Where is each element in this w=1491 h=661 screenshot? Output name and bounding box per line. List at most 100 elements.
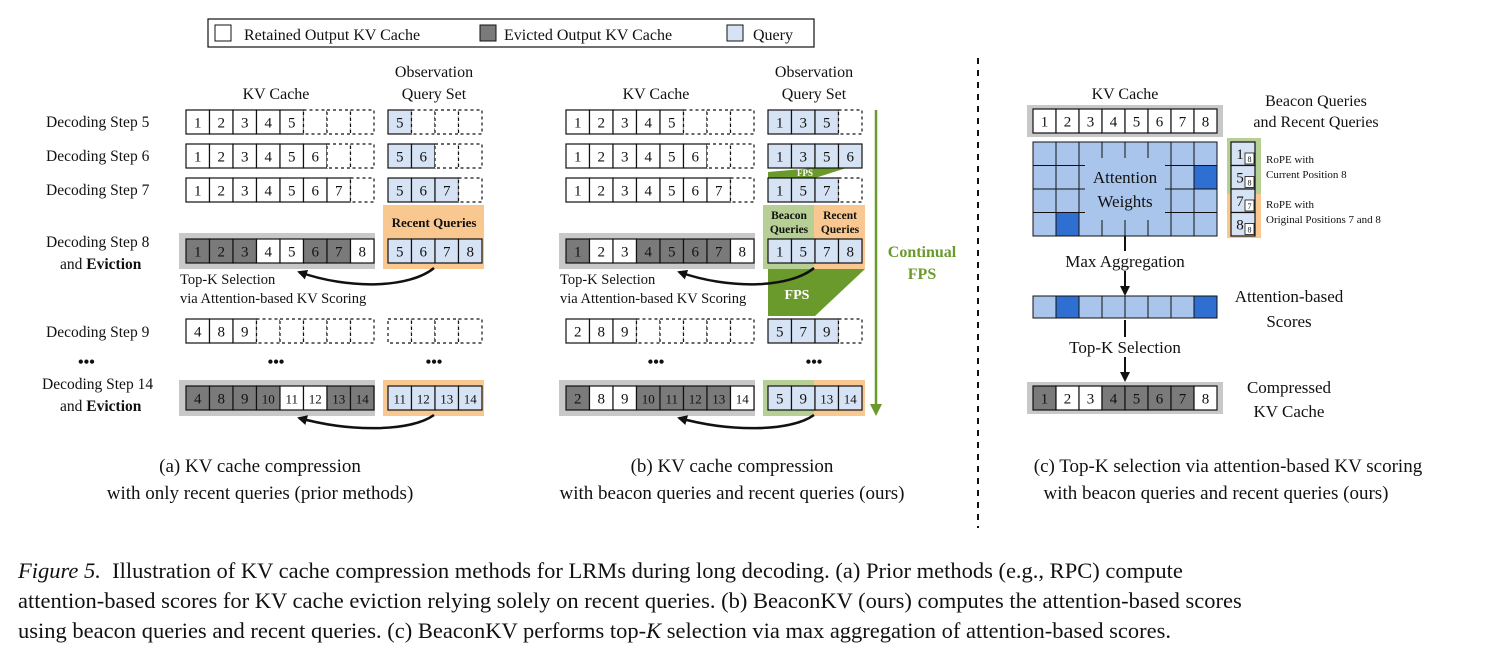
- legend-query-label: Query: [753, 27, 793, 44]
- panel-b-row6-query-cell-4-label: 14: [844, 392, 858, 407]
- panel-b-row6-query-cell-1-label: 5: [776, 392, 784, 408]
- panel-b-row1-query-cell-1-label: 1: [776, 116, 784, 132]
- panel-a-row1-query-cell-1-label: 5: [396, 116, 404, 132]
- panel-b-row2-kv-cell-2-label: 2: [598, 150, 606, 166]
- panel-a-row2-query-cell-2-label: 6: [420, 150, 428, 166]
- panel-a-row3-kv-cell-4-label: 4: [265, 184, 273, 200]
- panel-a-row5-kv-cell-6: [302, 318, 328, 344]
- panel-a-row4-kv-cell-1-label: 1: [194, 245, 202, 261]
- panel-b-row2-kv-cell-1-label: 1: [574, 150, 582, 166]
- panel-a-row2-query-cell-4: [457, 143, 483, 169]
- caption-line-3-pre: using beacon queries and recent queries.…: [18, 618, 647, 643]
- attention-cell: [1055, 212, 1080, 237]
- panel-b-row3-kv-cell-1-label: 1: [574, 184, 582, 200]
- panel-c-compressed-cell-2-label: 2: [1064, 392, 1072, 408]
- caption-line-1: Figure 5. Illustration of KV cache compr…: [18, 556, 1478, 586]
- score-cell: [1032, 295, 1057, 319]
- score-cell: [1147, 295, 1172, 319]
- panel-b-kv-header: KV Cache: [623, 86, 690, 103]
- attention-cell: [1193, 141, 1218, 166]
- panel-c-kv-cell-2-label: 2: [1064, 115, 1072, 131]
- panel-b-beacon-label-1: Beacon: [771, 210, 807, 222]
- attention-cell: [1170, 165, 1195, 190]
- panel-a-row5-kv-cell-2-label: 8: [218, 325, 226, 341]
- panel-a-row3-query-cell-4: [457, 177, 483, 203]
- panel-c-query-pos-box-3: [1244, 199, 1255, 212]
- row-label-step-14-eviction: and Eviction: [60, 398, 142, 415]
- panel-c-kv-cell-6-label: 6: [1156, 115, 1164, 131]
- panel-a-kv-ellipsis: •••: [268, 354, 285, 371]
- figure-5-diagram: Retained Output KV Cache Evicted Output …: [42, 18, 1423, 528]
- panel-b-row1-kv-cell-8: [729, 109, 755, 135]
- panel-b-row6-kv-cell-1-label: 2: [574, 392, 582, 408]
- panel-a-row4-query-cell-4-label: 8: [467, 245, 475, 261]
- panel-a-row5-query-cell-4: [457, 318, 483, 344]
- panel-a-row1-kv-cell-6: [302, 109, 328, 135]
- panel-a-row3-kv-cell-1-label: 1: [194, 184, 202, 200]
- panel-c-query-pos-label-3: 7: [1248, 202, 1252, 211]
- attention-cell: [1032, 212, 1057, 237]
- panel-b-row2-query-cell-1-label: 1: [776, 150, 784, 166]
- score-cell: [1078, 295, 1103, 319]
- panel-b-row6-kv-cell-2-label: 8: [598, 392, 606, 408]
- panel-a-step8-arrow: [297, 267, 435, 286]
- panel-b-row4-kv-cell-8: [729, 238, 755, 264]
- beacon-recent-label-2: and Recent Queries: [1253, 114, 1378, 131]
- row-label-step-8: Decoding Step 8: [46, 234, 150, 251]
- caption-line-2: attention-based scores for KV cache evic…: [18, 588, 1242, 613]
- attention-cell: [1032, 165, 1057, 190]
- panel-a-row6-query-cell-2-label: 12: [417, 392, 430, 407]
- panel-a-row6-kv-cell-5-label: 11: [285, 392, 298, 407]
- panel-b-topk-label-1: Top-K Selection: [560, 272, 656, 288]
- panel-a-row4-query-cell-2-label: 6: [420, 245, 428, 261]
- legend: Retained Output KV Cache Evicted Output …: [207, 18, 815, 48]
- panel-b-row4-query-cell-4: [837, 238, 863, 264]
- panel-a-row1-query-cell-2: [410, 109, 436, 135]
- panel-a-row6-kv-cell-4-label: 10: [262, 392, 275, 407]
- panel-b-row5-kv-cell-2-label: 8: [598, 325, 606, 341]
- panel-b-row6-kv-cell-5-label: 11: [665, 392, 678, 407]
- panel-b-row5-query-cell-2-label: 7: [800, 325, 808, 341]
- panel-c-compressed-cell-1-label: 1: [1041, 392, 1049, 408]
- panel-b-row4-query-cell-3-label: 7: [823, 245, 831, 261]
- panel-b-row2-kv-cell-3-label: 3: [621, 150, 629, 166]
- panel-a-row3-kv-cell-5-label: 5: [288, 184, 296, 200]
- topk-label: Top-K Selection: [1069, 338, 1181, 357]
- panel-c-kv-cell-1-label: 1: [1041, 115, 1049, 131]
- panel-a-row3-kv-cell-2-label: 2: [218, 184, 226, 200]
- panel-b-row1-query-cell-2-label: 3: [800, 116, 808, 132]
- panel-a-row6-kv-cell-7-label: 13: [332, 392, 345, 407]
- panel-a-topk-label-1: Top-K Selection: [180, 272, 276, 288]
- row-labels: Decoding Step 5 Decoding Step 6 Decoding…: [42, 114, 153, 415]
- panel-b-row1-kv-cell-5-label: 5: [668, 116, 676, 132]
- panel-b-row6-kv-cell-8: [729, 385, 755, 411]
- panel-a-row6-kv-cell-2-label: 8: [218, 392, 226, 408]
- panel-b-row4-kv-cell-5-label: 5: [668, 245, 676, 261]
- panel-a-row6-query-cell-1-label: 11: [393, 392, 406, 407]
- panel-a-row2-kv-cell-1-label: 1: [194, 150, 202, 166]
- attention-cell: [1193, 212, 1218, 237]
- panel-a-row6-query-cell-4: [457, 385, 483, 411]
- row-label-step-6: Decoding Step 6: [46, 148, 150, 165]
- panel-a-row4-kv-cell-8-label: 8: [359, 245, 367, 261]
- panel-b-row5-kv-cell-4: [635, 318, 661, 344]
- row-label-step-8-eviction: and Eviction: [60, 256, 142, 273]
- score-cell: [1101, 295, 1126, 319]
- panel-a-row4-kv-cell-3-label: 3: [241, 245, 249, 261]
- panel-a-row5-query-cell-3: [434, 318, 460, 344]
- panel-a-row4-kv-cell-8: [349, 238, 375, 264]
- panel-b-row3-query-cell-3-label: 7: [823, 184, 831, 200]
- panel-a-row4-query-cell-1-label: 5: [396, 245, 404, 261]
- panel-c-query-cell-1-label: 1: [1236, 147, 1244, 163]
- panel-b-topk-label-2: via Attention-based KV Scoring: [560, 291, 746, 307]
- attention-cell: [1055, 165, 1080, 190]
- panel-a-step14-arrow: [297, 413, 435, 430]
- panel-a-row5-kv-cell-1-label: 4: [194, 325, 202, 341]
- panel-b-beacon-label-2: Queries: [770, 224, 809, 236]
- rope-current-label-1: RoPE with: [1266, 154, 1314, 166]
- panel-a-row6-query-cell-3-label: 13: [440, 392, 453, 407]
- panel-b-row6-kv-cell-6-label: 12: [689, 392, 702, 407]
- panel-b-row4-kv-cell-4-label: 4: [645, 245, 653, 261]
- panel-a-row1-kv-cell-1-label: 1: [194, 116, 202, 132]
- panel-a-row2-kv-cell-7: [326, 143, 352, 169]
